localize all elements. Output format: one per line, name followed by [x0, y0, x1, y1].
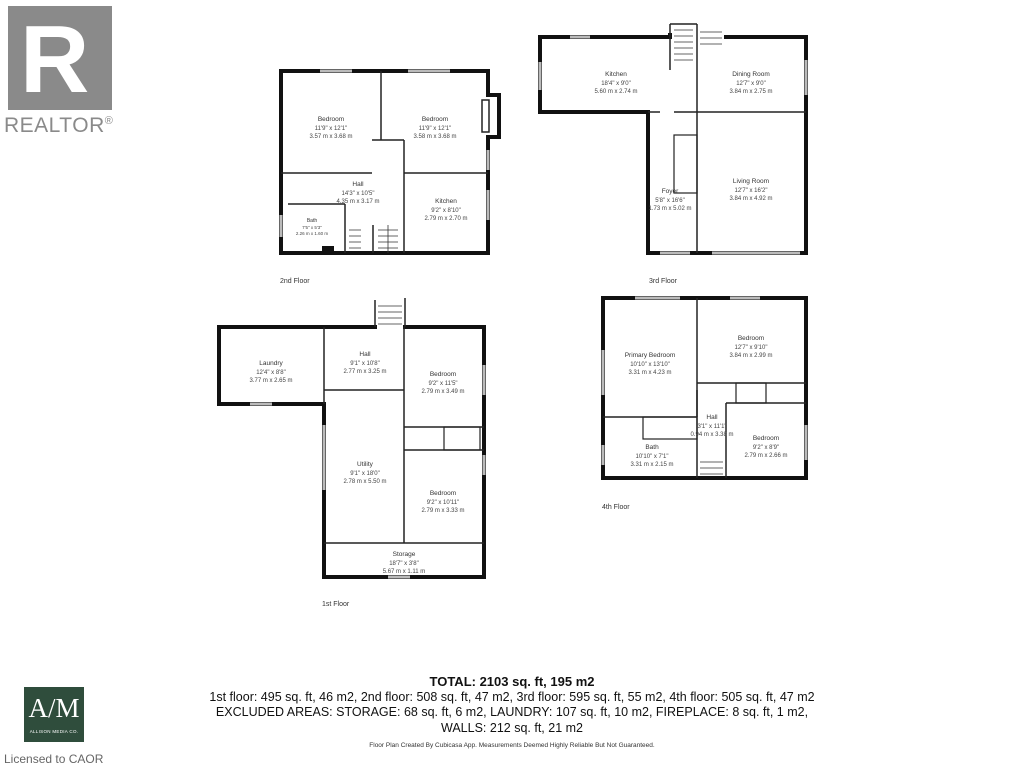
floor-1st: 1st Floor Laundry 12'4" x 8'8" 3.77 m x …	[217, 298, 486, 608]
room-2nd-bedroom-a-metric: 3.57 m x 3.68 m	[309, 134, 352, 140]
room-2nd-hall-metric: 4.35 m x 3.17 m	[336, 199, 379, 205]
room-1st-utility-name: Utility	[357, 461, 374, 468]
room-2nd-kitchen-metric: 2.79 m x 2.70 m	[424, 216, 467, 222]
room-1st-bedroom-a-metric: 2.79 m x 3.49 m	[421, 389, 464, 395]
room-4th-primary-bedroom-imperial: 10'10" x 13'10"	[630, 362, 670, 368]
area-summary: TOTAL: 2103 sq. ft, 195 m2 1st floor: 49…	[150, 674, 874, 736]
room-2nd-bath-metric: 2.26 m x 1.60 m	[296, 231, 329, 236]
summary-total: TOTAL: 2103 sq. ft, 195 m2	[429, 674, 595, 689]
room-4th-bedroom-b-imperial: 9'2" x 8'9"	[753, 445, 779, 451]
summary-floors: 1st floor: 495 sq. ft, 46 m2, 2nd floor:…	[209, 689, 815, 704]
room-3rd-kitchen-imperial: 18'4" x 9'0"	[601, 81, 631, 87]
room-1st-laundry-name: Laundry	[259, 360, 283, 367]
room-1st-hall-name: Hall	[359, 351, 371, 358]
room-2nd-kitchen-name: Kitchen	[435, 198, 457, 205]
room-3rd-foyer-metric: 1.73 m x 5.02 m	[648, 206, 691, 212]
room-1st-laundry-imperial: 12'4" x 8'8"	[256, 370, 286, 376]
realtor-r-letter: R	[20, 6, 90, 113]
room-1st-bedroom-b-metric: 2.79 m x 3.33 m	[421, 508, 464, 514]
registered-mark: ®	[104, 115, 114, 127]
floor-label-4th: 4th Floor	[602, 504, 630, 511]
room-2nd-hall-imperial: 14'3" x 10'5"	[342, 191, 375, 197]
room-4th-bedroom-a-imperial: 12'7" x 9'10"	[735, 345, 768, 351]
realtor-logo-mark: R	[8, 6, 112, 110]
room-4th-hall-imperial: 3'1" x 11'1"	[697, 424, 726, 430]
room-4th-bath-name: Bath	[645, 444, 659, 451]
room-2nd-bath-imperial: 7'5" x 5'3"	[302, 225, 322, 230]
room-2nd-bedroom-b-imperial: 11'9" x 12'1"	[419, 126, 451, 132]
floor-label-2nd: 2nd Floor	[280, 278, 310, 285]
room-4th-hall-metric: 0.94 m x 3.38 m	[690, 432, 733, 438]
floor-3rd: 3rd Floor Kitchen 18'4" x 9'0" 5.60 m x …	[538, 23, 808, 285]
room-2nd-bedroom-b-metric: 3.58 m x 3.68 m	[413, 134, 456, 140]
room-1st-bedroom-a-imperial: 9'2" x 11'5"	[428, 381, 457, 387]
licensed-notice: Licensed to CAOR	[4, 752, 104, 766]
room-3rd-living-imperial: 12'7" x 16'2"	[735, 188, 768, 194]
room-1st-bedroom-b-name: Bedroom	[430, 490, 456, 497]
room-3rd-kitchen-name: Kitchen	[605, 71, 627, 78]
realtor-text: REALTOR	[4, 114, 105, 137]
summary-excluded: EXCLUDED AREAS: STORAGE: 68 sq. ft, 6 m2…	[215, 705, 809, 719]
room-3rd-foyer-name: Foyer	[662, 188, 679, 195]
floor-2nd: 2nd Floor Bedroom 11'9" x 12'1" 3.57 m x…	[279, 69, 501, 285]
room-1st-hall-metric: 2.77 m x 3.25 m	[343, 369, 386, 375]
room-4th-bedroom-a-metric: 3.84 m x 2.99 m	[729, 353, 772, 359]
summary-walls: WALLS: 212 sq. ft, 21 m2	[441, 720, 583, 735]
room-3rd-kitchen-metric: 5.60 m x 2.74 m	[594, 89, 637, 95]
floor-label-1st: 1st Floor	[322, 601, 350, 608]
am-company-name: ALLISON MEDIA CO.	[29, 729, 79, 734]
room-4th-bath-metric: 3.31 m x 2.15 m	[630, 462, 673, 468]
room-1st-utility-metric: 2.78 m x 5.50 m	[343, 479, 386, 485]
room-4th-primary-bedroom-name: Primary Bedroom	[625, 352, 676, 359]
room-2nd-bedroom-b-name: Bedroom	[422, 116, 448, 123]
room-4th-bath-imperial: 10'10" x 7'1"	[636, 454, 669, 460]
room-4th-primary-bedroom-metric: 3.31 m x 4.23 m	[628, 370, 671, 376]
room-4th-bedroom-b-name: Bedroom	[753, 435, 779, 442]
allison-media-logo: A/M ALLISON MEDIA CO.	[24, 687, 84, 742]
room-1st-storage-imperial: 18'7" x 3'8"	[389, 561, 419, 567]
room-2nd-hall-name: Hall	[352, 181, 364, 188]
room-2nd-kitchen-imperial: 9'2" x 8'10"	[431, 208, 461, 214]
room-1st-bedroom-a-name: Bedroom	[430, 371, 456, 378]
room-3rd-living-metric: 3.84 m x 4.92 m	[729, 196, 772, 202]
realtor-wordmark: REALTOR®	[4, 114, 120, 138]
floor-4th: 4th Floor Primary Bedroom 10'10" x 13'10…	[601, 296, 808, 511]
room-4th-hall-name: Hall	[706, 414, 718, 421]
room-3rd-living-name: Living Room	[733, 178, 769, 185]
room-1st-storage-metric: 5.67 m x 1.11 m	[383, 569, 426, 575]
room-2nd-bedroom-a-name: Bedroom	[318, 116, 344, 123]
room-2nd-bath-name: Bath	[307, 218, 318, 224]
realtor-logo: R REALTOR®	[4, 6, 120, 138]
room-2nd-bedroom-a-imperial: 11'9" x 12'1"	[315, 126, 347, 132]
floor-label-3rd: 3rd Floor	[649, 278, 678, 285]
room-1st-bedroom-b-imperial: 9'2" x 10'11"	[427, 500, 459, 506]
room-3rd-dining-metric: 3.84 m x 2.75 m	[729, 89, 772, 95]
disclaimer: Floor Plan Created By Cubicasa App. Meas…	[369, 742, 655, 749]
floor-plan-canvas: 2nd Floor Bedroom 11'9" x 12'1" 3.57 m x…	[217, 23, 808, 608]
room-1st-hall-imperial: 9'1" x 10'8"	[350, 361, 380, 367]
room-4th-bedroom-a-name: Bedroom	[738, 335, 764, 342]
room-1st-utility-imperial: 9'1" x 18'0"	[350, 471, 380, 477]
room-3rd-foyer-imperial: 5'8" x 16'6"	[655, 198, 685, 204]
am-monogram: A/M	[28, 693, 80, 723]
room-3rd-dining-imperial: 12'7" x 9'0"	[736, 81, 766, 87]
room-4th-bedroom-b-metric: 2.79 m x 2.66 m	[744, 453, 787, 459]
room-1st-storage-name: Storage	[393, 551, 416, 558]
room-3rd-dining-name: Dining Room	[732, 71, 770, 78]
room-1st-laundry-metric: 3.77 m x 2.65 m	[249, 378, 292, 384]
